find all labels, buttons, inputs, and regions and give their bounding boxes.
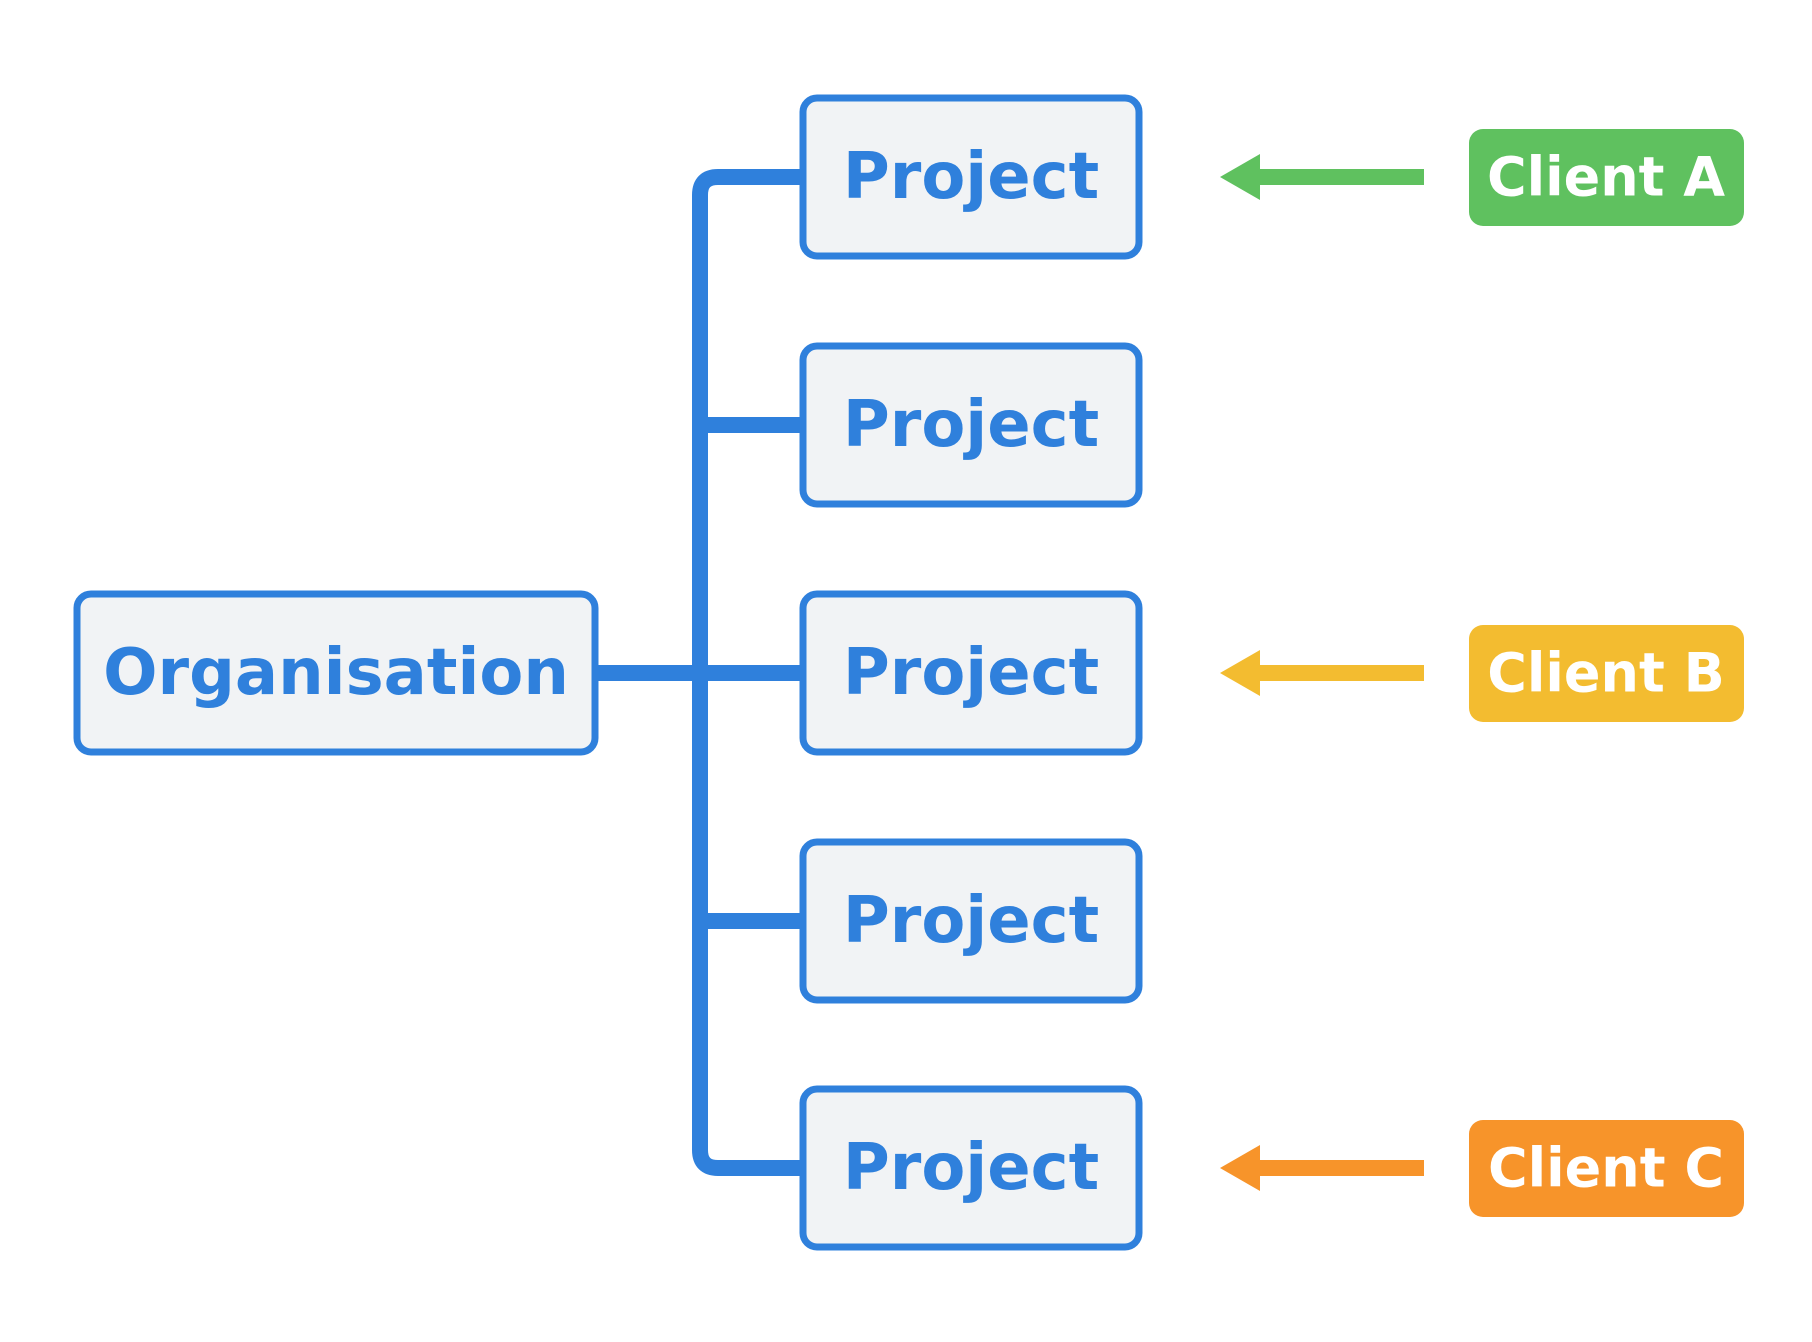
- client-c-badge: [1469, 1120, 1744, 1217]
- organisation-box: [73, 590, 599, 756]
- organisation-label: Organisation: [103, 636, 569, 710]
- tree-connector: [596, 169, 800, 1176]
- project-node-5: Project: [799, 1085, 1143, 1251]
- project-box: [799, 590, 1143, 756]
- client-b-group: Client B: [1220, 625, 1744, 722]
- project-label: Project: [843, 140, 1099, 214]
- client-a-label: Client A: [1487, 146, 1725, 209]
- project-box: [799, 1085, 1143, 1251]
- client-b-label: Client B: [1487, 642, 1725, 705]
- arrow-left-icon: [1220, 1145, 1424, 1191]
- client-c-group: Client C: [1220, 1120, 1744, 1217]
- client-a-group: Client A: [1220, 129, 1744, 226]
- project-label: Project: [843, 884, 1099, 958]
- client-a-badge: [1469, 129, 1744, 226]
- project-node-2: Project: [799, 342, 1143, 508]
- project-box: [799, 838, 1143, 1004]
- project-label: Project: [843, 1131, 1099, 1205]
- project-node-3: Project: [799, 590, 1143, 756]
- client-c-label: Client C: [1488, 1137, 1724, 1200]
- project-box: [799, 94, 1143, 260]
- client-b-badge: [1469, 625, 1744, 722]
- project-node-4: Project: [799, 838, 1143, 1004]
- arrow-left-icon: [1220, 154, 1424, 200]
- arrow-left-icon: [1220, 650, 1424, 696]
- project-node-1: Project: [799, 94, 1143, 260]
- organisation-node: Organisation: [73, 590, 599, 756]
- project-label: Project: [843, 388, 1099, 462]
- project-box: [799, 342, 1143, 508]
- project-label: Project: [843, 636, 1099, 710]
